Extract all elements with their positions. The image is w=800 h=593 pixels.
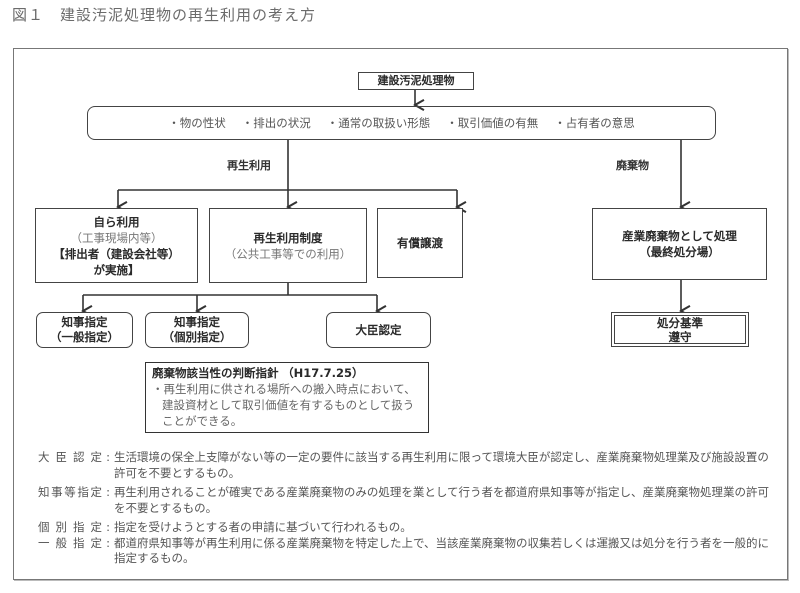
definition-desc: 都道府県知事等が再生利用に係る産業廃棄物を特定した上で、当該産業廃棄物の収集若し… bbox=[114, 535, 770, 566]
minister-title: 大臣認定 bbox=[355, 323, 402, 337]
self-use-box: 自ら利用 （工事現場内等） 【排出者（建設会社等） が実施】 bbox=[35, 208, 198, 283]
criterion-item: ・占有者の意思 bbox=[554, 116, 635, 130]
gov-general-title: 知事指定 bbox=[61, 315, 108, 329]
definition-term: 個別指定 bbox=[38, 520, 102, 534]
reuse-branch-label: 再生利用 bbox=[227, 159, 271, 172]
definition-row: 知事等指定 : 再生利用されることが確実である産業廃棄物のみの処理を業として行う… bbox=[38, 485, 773, 516]
definition-desc: 生活環境の保全上支障がない等の一定の要件に該当する再生利用に限って環境大臣が認定… bbox=[114, 450, 769, 480]
self-use-extra: が実施】 bbox=[93, 262, 140, 277]
criterion-item: ・取引価値の有無 bbox=[446, 116, 539, 130]
root-label: 建設汚泥処理物 bbox=[377, 74, 455, 87]
definition-term: 大臣認定 bbox=[38, 450, 102, 464]
paid-transfer-title: 有償譲渡 bbox=[397, 236, 443, 250]
industrial-waste-box: 産業廃棄物として処理 （最終処分場） bbox=[592, 208, 767, 280]
self-use-extra: 【排出者（建設会社等） bbox=[53, 246, 180, 261]
definition-row: 一般指定 : 都道府県知事等が再生利用に係る産業廃棄物を特定した上で、当該産業廃… bbox=[38, 536, 773, 567]
definition-term: 一般指定 bbox=[38, 535, 102, 550]
criterion-item: ・排出の状況 bbox=[241, 116, 311, 130]
gov-general-box: 知事指定 （一般指定） bbox=[36, 312, 133, 348]
disposal-standard-line: 遵守 bbox=[668, 329, 692, 344]
note-body: ・再生利用に供される場所への搬入時点において、建設資材として取引価値を有するもの… bbox=[152, 382, 416, 428]
figure-title: 図１ 建設汚泥処理物の再生利用の考え方 bbox=[12, 6, 317, 24]
definition-desc: 再生利用されることが確実である産業廃棄物のみの処理を業として行う者を都道府県知事… bbox=[114, 485, 770, 515]
definition-row: 個別指定 : 指定を受けようとする者の申請に基づいて行われるもの。 bbox=[38, 520, 773, 536]
definitions-list: 大臣認定 : 生活環境の保全上支障がない等の一定の要件に該当する再生利用に限って… bbox=[38, 450, 773, 567]
reuse-system-title: 再生利用制度 bbox=[253, 230, 323, 245]
note-date: （H17.7.25） bbox=[282, 366, 364, 380]
reuse-system-sub: （公共工事等での利用） bbox=[224, 246, 352, 261]
definition-desc: 指定を受けようとする者の申請に基づいて行われるもの。 bbox=[114, 520, 412, 534]
industrial-waste-sub: （最終処分場） bbox=[639, 245, 720, 259]
reuse-system-box: 再生利用制度 （公共工事等での利用） bbox=[209, 208, 367, 283]
root-box: 建設汚泥処理物 bbox=[358, 72, 474, 90]
guideline-note: 廃棄物該当性の判断指針 （H17.7.25） ・再生利用に供される場所への搬入時… bbox=[145, 362, 429, 433]
definition-term: 知事等指定 bbox=[38, 485, 102, 499]
criteria-bar: ・物の性状 ・排出の状況 ・通常の取扱い形態 ・取引価値の有無 ・占有者の意思 bbox=[87, 106, 716, 140]
paid-transfer-box: 有償譲渡 bbox=[377, 208, 463, 278]
diagram-frame bbox=[13, 48, 788, 580]
self-use-title: 自ら利用 bbox=[93, 214, 140, 229]
gov-individual-sub: （個別指定） bbox=[162, 330, 232, 344]
industrial-waste-title: 産業廃棄物として処理 bbox=[622, 229, 737, 243]
gov-individual-box: 知事指定 （個別指定） bbox=[145, 312, 249, 348]
note-title: 廃棄物該当性の判断指針 bbox=[152, 366, 279, 380]
minister-box: 大臣認定 bbox=[326, 312, 431, 348]
gov-individual-title: 知事指定 bbox=[174, 315, 220, 329]
criterion-item: ・物の性状 bbox=[168, 116, 226, 130]
criterion-item: ・通常の取扱い形態 bbox=[326, 116, 431, 130]
disposal-standard-box: 処分基準 遵守 bbox=[611, 312, 749, 347]
gov-general-sub: （一般指定） bbox=[50, 330, 119, 344]
disposal-standard-line: 処分基準 bbox=[657, 315, 703, 330]
definition-row: 大臣認定 : 生活環境の保全上支障がない等の一定の要件に該当する再生利用に限って… bbox=[38, 450, 773, 481]
self-use-sub: （工事現場内等） bbox=[70, 230, 163, 245]
waste-branch-label: 廃棄物 bbox=[616, 159, 649, 172]
